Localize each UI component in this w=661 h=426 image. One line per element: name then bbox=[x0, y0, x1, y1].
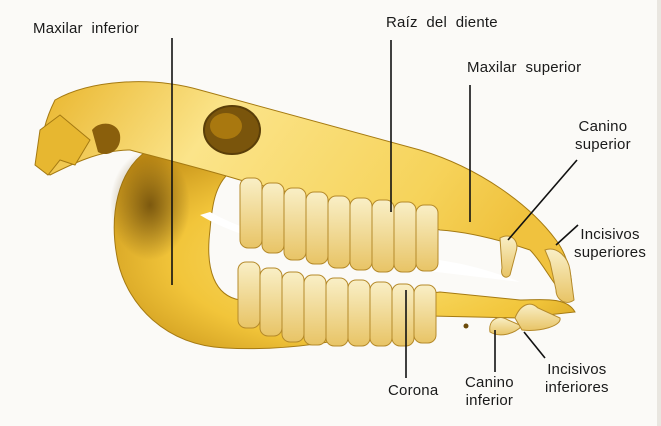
leader-incisivos-inferiores bbox=[524, 332, 545, 358]
label-maxilar-superior: Maxilar superior bbox=[467, 59, 581, 77]
label-incisivos-superiores: Incisivos superiores bbox=[574, 226, 646, 262]
label-canino-superior: Canino superior bbox=[575, 118, 631, 154]
mental-foramen bbox=[464, 324, 469, 329]
upper-canine-tooth bbox=[500, 236, 517, 277]
label-maxilar-inferior: Maxilar inferior bbox=[33, 20, 139, 38]
label-corona: Corona bbox=[388, 382, 438, 400]
jaw-shadow bbox=[110, 150, 190, 260]
label-incisivos-inferiores: Incisivos inferiores bbox=[545, 361, 609, 397]
label-raiz-del-diente: Raíz del diente bbox=[386, 14, 498, 32]
label-canino-inferior: Canino inferior bbox=[465, 374, 514, 410]
